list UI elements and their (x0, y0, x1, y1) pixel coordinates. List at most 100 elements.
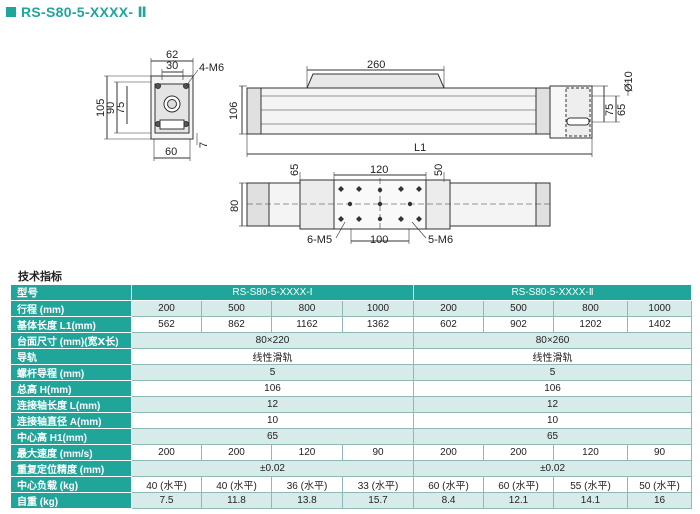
top-view-holes (338, 186, 422, 222)
row-cell: 15.7 (341, 492, 415, 509)
row-cell-right: 线性滑轨 (413, 348, 693, 365)
dim-60: 60 (165, 146, 177, 158)
row-cell: 1362 (341, 316, 415, 333)
row-cell-left: 线性滑轨 (130, 348, 415, 365)
row-label: 重复定位精度 (mm) (10, 460, 132, 477)
dim-80: 80 (229, 200, 241, 212)
row-cell: 562 (131, 316, 202, 333)
page-title: RS-S80-5-XXXX- Ⅱ (6, 2, 147, 22)
row-cell: 602 (413, 316, 485, 333)
row-cell: 862 (201, 316, 272, 333)
row-cell: 90 (341, 444, 415, 461)
row-cell-left: 10 (130, 412, 415, 429)
row-cell: 120 (553, 444, 629, 461)
spec-header-row: 型号 RS-S80-5-XXXX-Ⅰ RS-S80-5-XXXX-Ⅱ (10, 284, 693, 301)
row-cell: 13.8 (271, 492, 343, 509)
row-cell: 14.1 (553, 492, 629, 509)
dim-65-side: 65 (616, 104, 628, 116)
dim-75-side: 75 (604, 104, 616, 116)
row-cell: 902 (483, 316, 555, 333)
row-label: 中心负载 (kg) (10, 476, 132, 493)
row-cell-right: 65 (413, 428, 693, 445)
row-cell: 90 (627, 444, 693, 461)
row-cell: 40 (水平) (131, 476, 202, 493)
row-cell: 1202 (553, 316, 629, 333)
row-cell: 1000 (627, 300, 693, 317)
dim-50: 50 (433, 164, 445, 176)
header-model-2: RS-S80-5-XXXX-Ⅱ (413, 284, 693, 301)
row-cell-right: 5 (413, 364, 693, 381)
dim-90: 90 (105, 102, 117, 114)
row-cell: 1000 (341, 300, 415, 317)
title-text: RS-S80-5-XXXX- Ⅱ (21, 3, 148, 20)
row-cell: 1162 (271, 316, 343, 333)
dim-7: 7 (198, 142, 210, 148)
row-cell-left: 65 (130, 428, 415, 445)
row-cell-right: ±0.02 (413, 460, 693, 477)
row-cell: 33 (水平) (341, 476, 415, 493)
row-cell-left: 106 (130, 380, 415, 397)
row-cell: 1402 (627, 316, 693, 333)
dim-30: 30 (166, 60, 178, 72)
row-cell-left: ±0.02 (130, 460, 415, 477)
dim-d10: Ø10 (623, 71, 635, 92)
row-label: 中心高 H1(mm) (10, 428, 132, 445)
dim-75: 75 (115, 102, 127, 114)
row-cell: 7.5 (131, 492, 202, 509)
row-cell-right: 12 (413, 396, 693, 413)
dim-6-m5: 6-M5 (307, 234, 332, 246)
row-cell-left: 5 (130, 364, 415, 381)
title-square-icon (6, 7, 16, 17)
spec-row: 导轨线性滑轨线性滑轨 (10, 348, 693, 365)
spec-caption: 技术指标 (18, 271, 62, 283)
row-cell: 200 (201, 444, 272, 461)
top-view (239, 172, 551, 244)
row-cell: 200 (483, 444, 555, 461)
dim-l1: L1 (414, 142, 426, 154)
dim-120: 120 (370, 164, 388, 176)
row-cell: 40 (水平) (201, 476, 272, 493)
row-label: 连接轴直径 A(mm) (10, 412, 132, 429)
row-cell: 50 (水平) (627, 476, 693, 493)
dim-65-top: 65 (289, 164, 301, 176)
row-cell: 36 (水平) (271, 476, 343, 493)
header-model-1: RS-S80-5-XXXX-Ⅰ (130, 284, 415, 301)
row-cell: 500 (483, 300, 555, 317)
row-cell-right: 10 (413, 412, 693, 429)
dim-4-m6: 4-M6 (199, 62, 224, 74)
row-cell-right: 80×260 (413, 332, 693, 349)
row-cell: 200 (413, 444, 485, 461)
row-cell: 55 (水平) (553, 476, 629, 493)
row-cell: 16 (627, 492, 693, 509)
row-cell: 60 (水平) (413, 476, 485, 493)
row-cell: 200 (131, 444, 202, 461)
dim-62: 62 (166, 49, 178, 61)
dim-5-m6: 5-M6 (428, 234, 453, 246)
row-cell: 8.4 (413, 492, 485, 509)
spec-row: 重复定位精度 (mm)±0.02±0.02 (10, 460, 693, 477)
row-label: 连接轴长度 L(mm) (10, 396, 132, 413)
row-cell-left: 12 (130, 396, 415, 413)
technical-drawing: 62 30 4-M6 105 90 75 60 7 260 (95, 49, 635, 246)
row-cell: 500 (201, 300, 272, 317)
side-view (239, 66, 629, 157)
row-label: 自重 (kg) (10, 492, 132, 509)
row-label: 最大速度 (mm/s) (10, 444, 132, 461)
end-view (104, 58, 199, 161)
row-label: 台面尺寸 (mm)(宽Ⅹ长) (10, 332, 132, 349)
row-cell: 60 (水平) (483, 476, 555, 493)
header-label: 型号 (10, 284, 132, 301)
dim-105: 105 (95, 99, 107, 117)
row-cell-left: 80×220 (130, 332, 415, 349)
spec-table: 型号 RS-S80-5-XXXX-Ⅰ RS-S80-5-XXXX-Ⅱ 行程 (m… (10, 284, 693, 509)
row-cell: 200 (413, 300, 485, 317)
